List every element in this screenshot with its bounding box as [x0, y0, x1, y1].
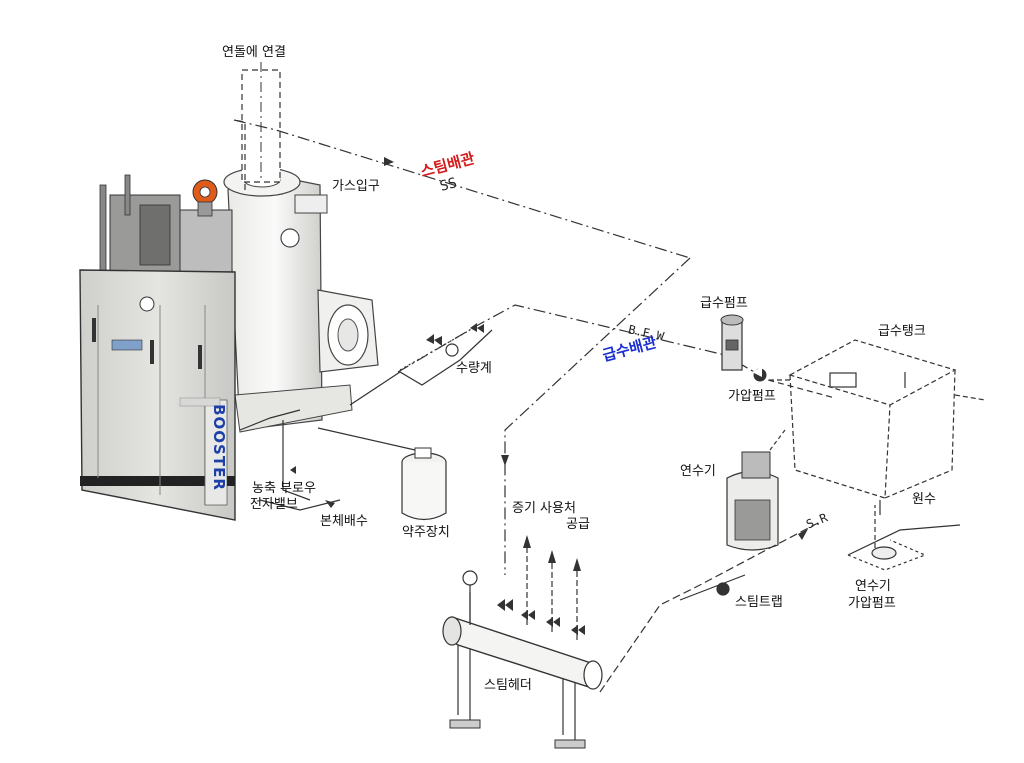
boiler-unit — [79, 62, 379, 521]
feed-pump — [720, 314, 767, 382]
chemical-feeder — [317, 427, 447, 521]
return-line — [599, 521, 821, 693]
softener-pump-label-2: 가압펌프 — [848, 596, 896, 611]
feed-tank-label: 급수탱크 — [878, 324, 926, 339]
gas-inlet-label: 가스입구 — [332, 179, 380, 194]
condense-valve-label-1: 농축 부로우 — [252, 481, 316, 496]
steam-supply-label-2: 공급 — [566, 517, 590, 532]
softener-pump-label-1: 연수기 — [855, 579, 891, 594]
steam-trap-label: 스팀트랩 — [735, 595, 783, 610]
flue-label: 연돌에 연결 — [222, 45, 286, 60]
brand-label: BOOSTER — [209, 404, 228, 491]
softener-label: 연수기 — [680, 464, 716, 479]
chemical-feeder-label: 약주장치 — [402, 525, 450, 540]
blowdown-lines — [239, 409, 341, 511]
body-drain-label: 본체배수 — [320, 514, 368, 529]
feed-pump-label: 급수펌프 — [700, 296, 748, 311]
steam-line — [233, 119, 691, 575]
feed-water-line — [349, 304, 836, 406]
water-meter-label: 수량계 — [456, 361, 492, 376]
booster-pump-label: 가압펌프 — [728, 389, 776, 404]
raw-water-label: 원수 — [912, 492, 936, 507]
steam-supply-label-1: 증기 사용처 — [512, 501, 576, 516]
steam-header-label: 스팀헤더 — [484, 678, 532, 693]
softener — [726, 429, 786, 551]
condense-valve-label-2: 전자밸브 — [250, 497, 298, 512]
steam-header — [442, 535, 603, 749]
ss-label: SS — [438, 175, 459, 195]
feed-tank — [768, 339, 986, 499]
raw-water-pump — [847, 500, 961, 571]
